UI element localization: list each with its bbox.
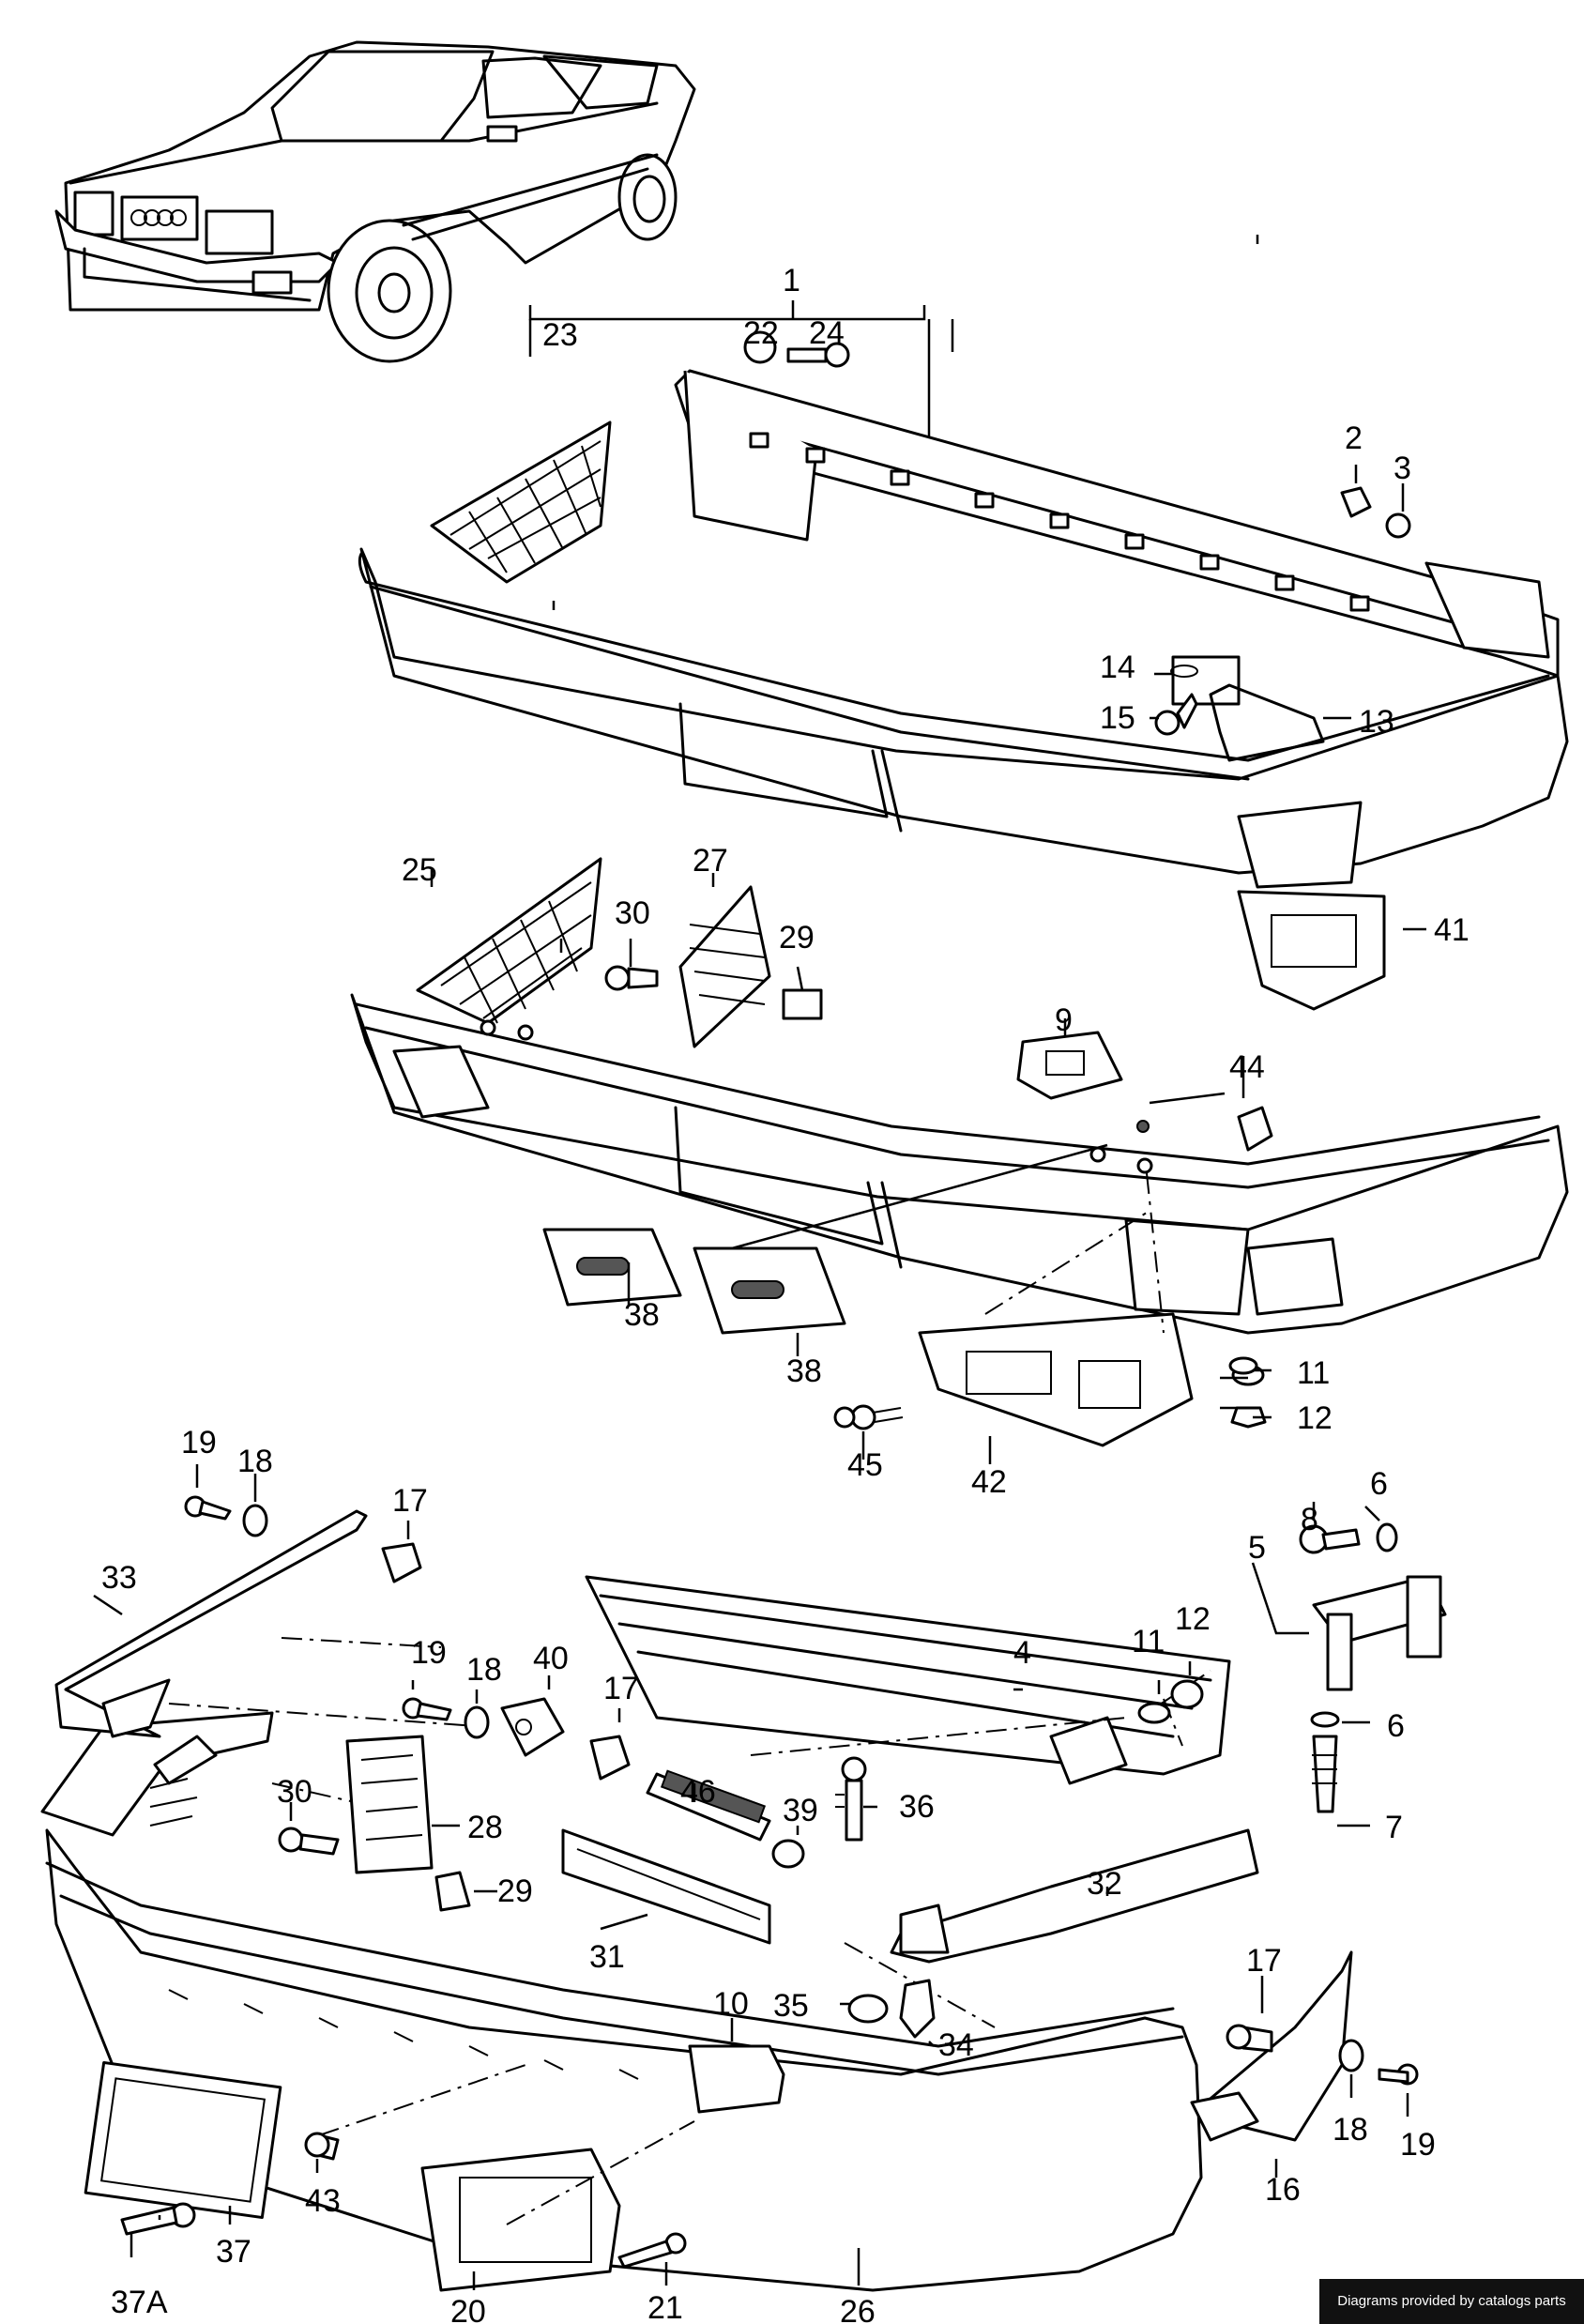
label-1: 1 — [783, 263, 800, 298]
label-29b: 29 — [497, 1873, 533, 1909]
assembly-bracket — [528, 300, 954, 451]
label-23: 23 — [542, 317, 578, 353]
label-15: 15 — [1100, 700, 1135, 736]
label-8: 8 — [1301, 1502, 1318, 1537]
label-12b: 12 — [1175, 1601, 1211, 1637]
label-5: 5 — [1248, 1530, 1266, 1566]
label-30a: 30 — [615, 895, 650, 931]
label-24: 24 — [809, 315, 845, 351]
label-38a: 38 — [624, 1297, 660, 1333]
label-2: 2 — [1345, 420, 1363, 456]
label-26: 26 — [840, 2294, 876, 2324]
label-34: 34 — [938, 2027, 974, 2063]
label-13: 13 — [1359, 704, 1394, 740]
car-illustration — [54, 40, 696, 363]
label-45: 45 — [847, 1447, 883, 1483]
label-20: 20 — [450, 2294, 486, 2324]
label-19b: 19 — [411, 1635, 447, 1671]
label-33: 33 — [101, 1560, 137, 1596]
label-11a: 11 — [1297, 1355, 1330, 1391]
label-18c: 18 — [1333, 2112, 1368, 2148]
label-6a: 6 — [1370, 1466, 1388, 1502]
label-19a: 19 — [181, 1425, 217, 1460]
label-17c: 17 — [1246, 1943, 1282, 1979]
label-4: 4 — [1013, 1635, 1031, 1671]
front-bumper-cover-middle — [350, 857, 1569, 1335]
label-41: 41 — [1434, 912, 1470, 948]
label-29a: 29 — [779, 920, 815, 956]
label-6b: 6 — [1387, 1708, 1405, 1744]
label-11b: 11 — [1132, 1624, 1165, 1659]
label-16: 16 — [1265, 2172, 1301, 2208]
label-32: 32 — [1087, 1866, 1122, 1902]
leader-lines — [93, 235, 1426, 2290]
label-21: 21 — [647, 2290, 683, 2324]
label-22: 22 — [743, 315, 779, 351]
label-3: 3 — [1394, 451, 1411, 486]
front-bumper-cover-upper — [358, 420, 1569, 889]
label-43: 43 — [305, 2183, 341, 2219]
label-12a: 12 — [1297, 1400, 1333, 1436]
label-37A: 37A — [111, 2285, 168, 2320]
label-9: 9 — [1055, 1002, 1073, 1038]
part-labels: 1 23 22 24 2 3 14 15 13 25 27 30 29 41 9… — [101, 263, 1470, 2324]
label-39: 39 — [783, 1793, 818, 1828]
label-46: 46 — [680, 1774, 716, 1810]
label-44: 44 — [1229, 1049, 1265, 1085]
middle-parts — [542, 885, 1386, 1447]
label-17a: 17 — [392, 1483, 428, 1519]
label-10: 10 — [713, 1986, 749, 2022]
label-25: 25 — [402, 852, 437, 888]
label-17b: 17 — [603, 1671, 639, 1706]
credit-banner: Diagrams provided by catalogs parts — [1319, 2279, 1584, 2324]
label-35: 35 — [773, 1988, 809, 2024]
label-18a: 18 — [237, 1444, 273, 1479]
label-36: 36 — [899, 1789, 935, 1825]
label-14: 14 — [1100, 650, 1135, 685]
label-30b: 30 — [277, 1774, 312, 1810]
rear-bumper-assembly — [40, 1509, 1447, 2292]
label-37: 37 — [216, 2234, 251, 2270]
fasteners — [120, 330, 1419, 2269]
label-18b: 18 — [466, 1652, 502, 1688]
bumper-reinforcement — [674, 369, 1560, 762]
label-19c: 19 — [1400, 2127, 1436, 2163]
label-7: 7 — [1385, 1810, 1403, 1845]
label-31: 31 — [589, 1939, 625, 1975]
label-28: 28 — [467, 1810, 503, 1845]
label-27: 27 — [693, 843, 728, 879]
label-42: 42 — [971, 1464, 1007, 1500]
label-40: 40 — [533, 1641, 569, 1676]
label-38b: 38 — [786, 1353, 822, 1389]
